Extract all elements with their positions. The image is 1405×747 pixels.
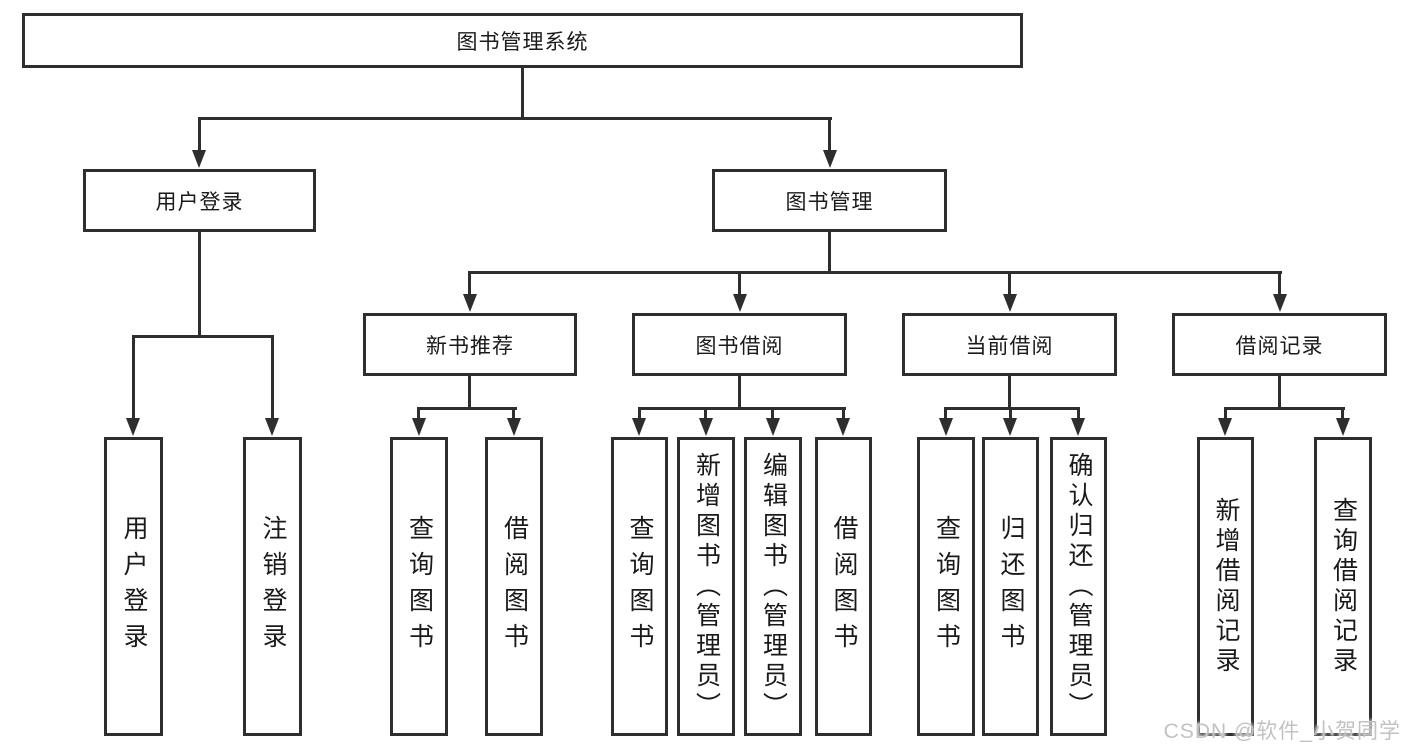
node-leaf-add-books-admin-label: 新增图书（管理员） (692, 451, 721, 722)
node-book-borrow: 图书借阅 (632, 313, 847, 376)
node-leaf-add-borrow-record: 新增借阅记录 (1197, 437, 1254, 736)
node-book-management: 图书管理 (712, 169, 947, 232)
node-leaf-query-books-borrow: 查询图书 (611, 437, 668, 736)
arrow-down-icon (192, 150, 206, 168)
arrow-down-icon (507, 418, 521, 436)
connector-line (198, 117, 832, 120)
watermark: CSDN @软件_小贺同学 (1163, 720, 1401, 743)
node-new-book-recommend-label: 新书推荐 (426, 334, 514, 358)
connector-line (468, 271, 471, 297)
node-leaf-borrow-books-label: 借阅图书 (830, 514, 858, 659)
connector-line (944, 407, 947, 421)
node-leaf-query-books-current: 查询图书 (917, 437, 975, 736)
connector-line (1077, 407, 1080, 421)
node-leaf-borrow-books-recommend: 借阅图书 (485, 437, 543, 736)
node-borrow-records: 借阅记录 (1172, 313, 1387, 376)
node-leaf-logout-label: 注销登录 (259, 514, 287, 659)
arrow-down-icon (733, 294, 747, 312)
connector-line (198, 231, 201, 338)
node-leaf-edit-books-admin-label: 编辑图书（管理员） (759, 451, 788, 722)
connector-line (198, 117, 201, 153)
node-leaf-query-borrow-record: 查询借阅记录 (1314, 437, 1372, 736)
node-leaf-query-books-current-label: 查询图书 (932, 514, 961, 659)
node-leaf-return-books: 归还图书 (982, 437, 1039, 736)
node-leaf-user-login: 用户登录 (104, 437, 163, 736)
connector-line (704, 407, 707, 421)
connector-line (1224, 407, 1345, 410)
connector-line (738, 375, 741, 410)
arrow-down-icon (823, 150, 837, 168)
connector-line (1009, 407, 1012, 421)
node-root: 图书管理系统 (22, 13, 1023, 68)
node-current-borrow: 当前借阅 (902, 313, 1117, 376)
connector-line (638, 407, 846, 410)
arrow-down-icon (836, 418, 850, 436)
arrow-down-icon (1273, 294, 1287, 312)
connector-line (828, 117, 831, 153)
node-book-management-label: 图书管理 (785, 190, 874, 214)
node-root-label: 图书管理系统 (456, 30, 589, 54)
node-leaf-confirm-return-admin: 确认归还（管理员） (1050, 437, 1107, 736)
arrow-down-icon (699, 418, 713, 436)
connector-line (521, 68, 524, 120)
node-leaf-query-books-recommend: 查询图书 (390, 437, 448, 736)
node-current-borrow-label: 当前借阅 (965, 334, 1054, 358)
connector-line (638, 407, 641, 421)
connector-line (271, 335, 274, 420)
node-borrow-records-label: 借阅记录 (1235, 334, 1324, 358)
connector-line (469, 271, 1282, 274)
connector-line (771, 407, 774, 421)
connector-line (1224, 407, 1227, 421)
arrow-down-icon (632, 418, 646, 436)
node-leaf-query-books-borrow-label: 查询图书 (626, 514, 654, 659)
node-user-login-label: 用户登录 (155, 190, 244, 214)
connector-line (512, 407, 515, 421)
arrow-down-icon (1071, 418, 1085, 436)
connector-line (945, 407, 1080, 410)
connector-line (828, 231, 831, 274)
node-user-login: 用户登录 (83, 169, 316, 232)
node-leaf-user-login-label: 用户登录 (120, 514, 148, 659)
node-leaf-borrow-books: 借阅图书 (815, 437, 872, 736)
arrow-down-icon (939, 418, 953, 436)
node-leaf-edit-books-admin: 编辑图书（管理员） (744, 437, 802, 736)
arrow-down-icon (766, 418, 780, 436)
node-leaf-add-books-admin: 新增图书（管理员） (677, 437, 735, 736)
connector-line (418, 407, 517, 410)
node-leaf-add-borrow-record-label: 新增借阅记录 (1212, 496, 1240, 677)
connector-line (132, 335, 135, 420)
connector-line (1341, 407, 1344, 421)
arrow-down-icon (1003, 418, 1017, 436)
node-leaf-borrow-books-recommend-label: 借阅图书 (500, 514, 529, 659)
connector-line (1008, 271, 1011, 297)
connector-line (417, 407, 420, 421)
node-leaf-query-books-recommend-label: 查询图书 (405, 514, 434, 659)
arrow-down-icon (463, 294, 477, 312)
node-book-borrow-label: 图书借阅 (695, 334, 784, 358)
node-leaf-logout: 注销登录 (243, 437, 302, 736)
node-leaf-return-books-label: 归还图书 (997, 514, 1025, 659)
arrow-down-icon (1218, 418, 1232, 436)
arrow-down-icon (1336, 418, 1350, 436)
connector-line (842, 407, 845, 421)
node-leaf-query-borrow-record-label: 查询借阅记录 (1329, 496, 1358, 677)
connector-line (738, 271, 741, 297)
arrow-down-icon (1003, 294, 1017, 312)
connector-line (1278, 271, 1281, 297)
connector-line (1278, 375, 1281, 410)
connector-line (132, 335, 274, 338)
arrow-down-icon (412, 418, 426, 436)
node-leaf-confirm-return-admin-label: 确认归还（管理员） (1065, 451, 1093, 722)
connector-line (468, 375, 471, 410)
arrow-down-icon (126, 418, 140, 436)
node-new-book-recommend: 新书推荐 (363, 313, 577, 376)
arrow-down-icon (265, 418, 279, 436)
connector-line (1008, 375, 1011, 410)
